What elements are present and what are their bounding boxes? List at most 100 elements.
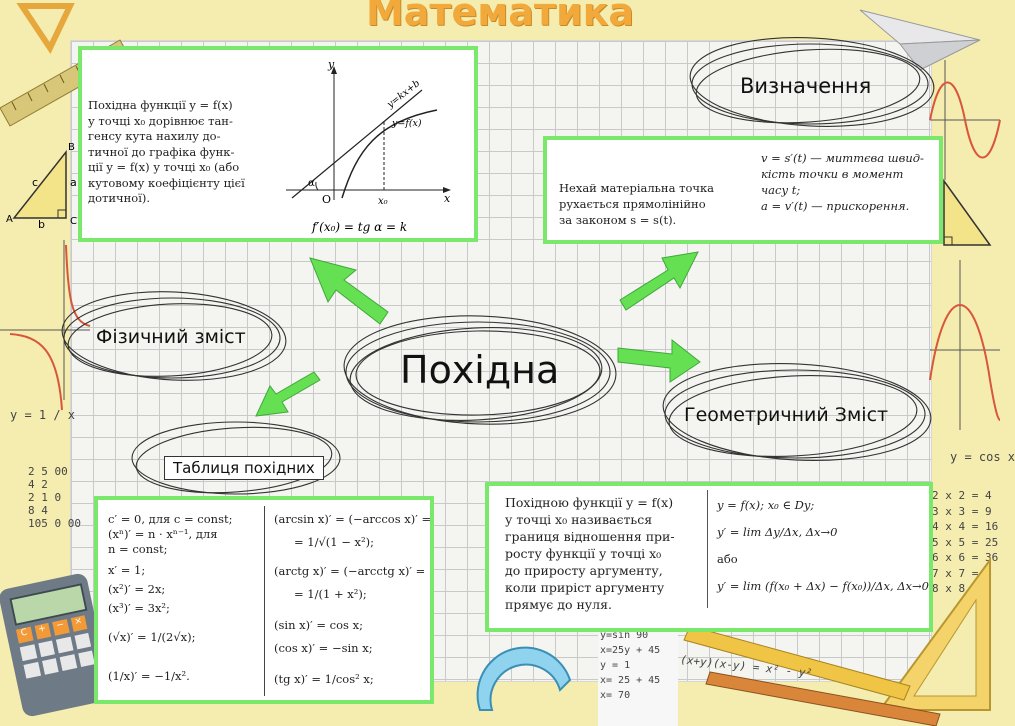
cosine-label: y = cos x [950,450,1015,464]
definition-card: Похідною функції y = f(x) у точці x₀ наз… [485,482,933,632]
text-line: у точці x₀ дорівнює тан- [88,113,233,128]
right-triangle-icon [943,178,992,246]
triangle-a-label: a [70,176,77,189]
text-line: y = f(x); x₀ ∈ Dy; [717,498,815,512]
formula-board: y=sin 90 x=25y + 45 y = 1 x= 25 + 45 x= … [598,628,678,726]
y-axis-label: y [327,58,335,71]
definition-formulas: y = f(x); x₀ ∈ Dy; y′ = lim Δy/Δx, Δx→0 … [717,492,929,600]
text-line: прямує до нуля. [505,597,612,612]
triangle-B-label: B [68,142,75,153]
text-line: рухається прямолінійно [559,197,706,211]
formula-line: (xⁿ)′ = n · xⁿ⁻¹, для [108,527,218,541]
text-line: до приросту аргументу, [505,563,663,578]
pencil-icon [683,625,941,726]
triangle-icon: c a b A B C [6,142,77,231]
formula-line: (1/x)′ = −1/x². [108,669,190,683]
board-line: y=sin 90 [600,630,649,641]
board-line: x=25y + 45 [600,645,661,656]
geometric-meaning-card: Похідна функції y = f(x) у точці x₀ дорі… [78,46,478,242]
column-sum-line: 105 0 00 [28,517,81,530]
text-line: y′ = lim Δy/Δx, Δx→0 [717,525,838,539]
formula-line: (cos x)′ = −sin x; [274,641,373,655]
definition-text: Похідною функції y = f(x) у точці x₀ наз… [505,494,675,613]
triangle-C-label: C [70,216,77,227]
text-line: v = s′(t) — миттєва швид- [761,151,924,165]
column-sum-line: 4 2 [28,478,48,491]
multiplication-line: 7 x 7 = 4 [932,566,992,580]
formula-line: (tg x)′ = 1/cos² x; [274,672,374,686]
board-line: x= 70 [600,690,631,701]
geometric-meaning-text: Похідна функції y = f(x) у точці x₀ дорі… [88,98,270,207]
multiplication-line: 5 x 5 = 25 [932,535,999,549]
formula-line: = 1/(1 + x²); [294,587,367,601]
physical-meaning-formulas: v = s′(t) — миттєва швид- кість точки в … [761,150,924,214]
page-title: Математика [365,0,635,34]
text-line: за законом s = s(t). [559,213,677,227]
alpha-label: α [308,178,315,189]
triangle-A-label: A [6,214,13,225]
formula-line: (√x)′ = 1/(2√x); [108,630,196,644]
text-line: дотичної). [88,191,151,205]
text-line: тичної до графіка функ- [88,144,235,159]
text-line: Нехай матеріальна точка [559,181,715,195]
calc-key: C [15,626,34,644]
branch-definition: Визначення [740,74,872,98]
calc-key: + [34,622,52,640]
multiplication-line: 4 x 4 = 16 [932,520,999,533]
derivative-table-left: c′ = 0, для c = const; (xⁿ)′ = n · xⁿ⁻¹,… [108,512,232,684]
multiplication-line: 6 x 6 = 36 [932,551,999,564]
x-axis-label: x [444,192,451,205]
physical-meaning-text: Нехай матеріальна точка рухається прямол… [559,180,714,228]
physical-meaning-card: Нехай матеріальна точка рухається прямол… [543,136,943,244]
formula-line: x′ = 1; [108,563,146,577]
text-line: росту функції у точці x₀ [505,546,662,561]
hyperbola-label: y = 1 / x [10,408,76,422]
text-line: y′ = lim (f(x₀ + Δx) − f(x₀))/Δx, Δx→0 [717,579,929,593]
formula-line: (arctg x)′ = (−arcctg x)′ = [274,564,426,578]
multiplication-line: 2 x 2 = 4 [932,489,992,502]
tangent-graph: y x O x₀ α y=kx+b y=f(x) f′(x₀) = tg α =… [286,58,451,234]
formula-line: (x³)′ = 3x²; [108,601,170,615]
formula-line: (sin x)′ = cos x; [274,618,363,632]
cosine-graph-icon [929,260,1001,430]
protractor-icon [476,646,572,711]
formula-line: n = const; [108,542,168,556]
board-line: x= 25 + 45 [600,675,661,686]
x0-label: x₀ [378,196,388,207]
derivative-table-card: c′ = 0, для c = const; (xⁿ)′ = n · xⁿ⁻¹,… [94,496,434,704]
formula-line: (arcsin x)′ = (−arccos x)′ = [274,512,432,526]
curve-label: y=f(x) [391,118,422,129]
calc-key: × [70,615,88,632]
multiplication-table: 2 x 2 = 4 3 x 3 = 9 4 x 4 = 16 5 x 5 = 2… [932,488,998,597]
sine-graph-icon [929,60,1001,180]
text-line: коли приріст аргументу [505,580,665,595]
multiplication-line: 3 x 3 = 9 [932,504,992,518]
column-sum: 2 5 00 4 2 2 1 0 8 4 105 0 00 [28,465,81,530]
formula-line: (x²)′ = 2x; [108,582,166,596]
center-topic: Похідна [400,348,560,392]
column-sum-line: 2 5 00 [28,465,68,478]
branch-geometric: Геометричний Зміст [684,404,889,426]
text-line: Похідна функції y = f(x) [88,98,233,112]
text-line: або [717,552,738,566]
text-line: кість точки в момент [761,167,904,181]
formula-line: = 1/√(1 − x²); [294,535,375,549]
branch-table: Таблиця похідних [164,456,324,480]
column-sum-line: 2 1 0 [28,491,62,504]
triangle-c-label: c [32,176,38,189]
branch-physical: Фізичний зміст [96,326,246,348]
set-square-icon [878,556,991,711]
calc-key: − [52,619,70,636]
triangle-b-label: b [38,218,45,231]
hyperbola-graph-icon [0,240,91,411]
text-line: границя відношення при- [505,529,675,544]
origin-label: O [322,193,331,206]
board-line: y = 1 [600,660,631,671]
derivative-table-right: (arcsin x)′ = (−arccos x)′ = = 1/√(1 − x… [274,512,431,687]
text-line: кутовому коефіцієнту цієї [88,175,245,190]
text-line: ції y = f(x) у точці x₀ (або [88,160,240,174]
text-line: часу t; [761,183,801,197]
multiplication-line: 8 x 8 [932,582,966,595]
text-line: у точці x₀ називається [505,512,653,527]
